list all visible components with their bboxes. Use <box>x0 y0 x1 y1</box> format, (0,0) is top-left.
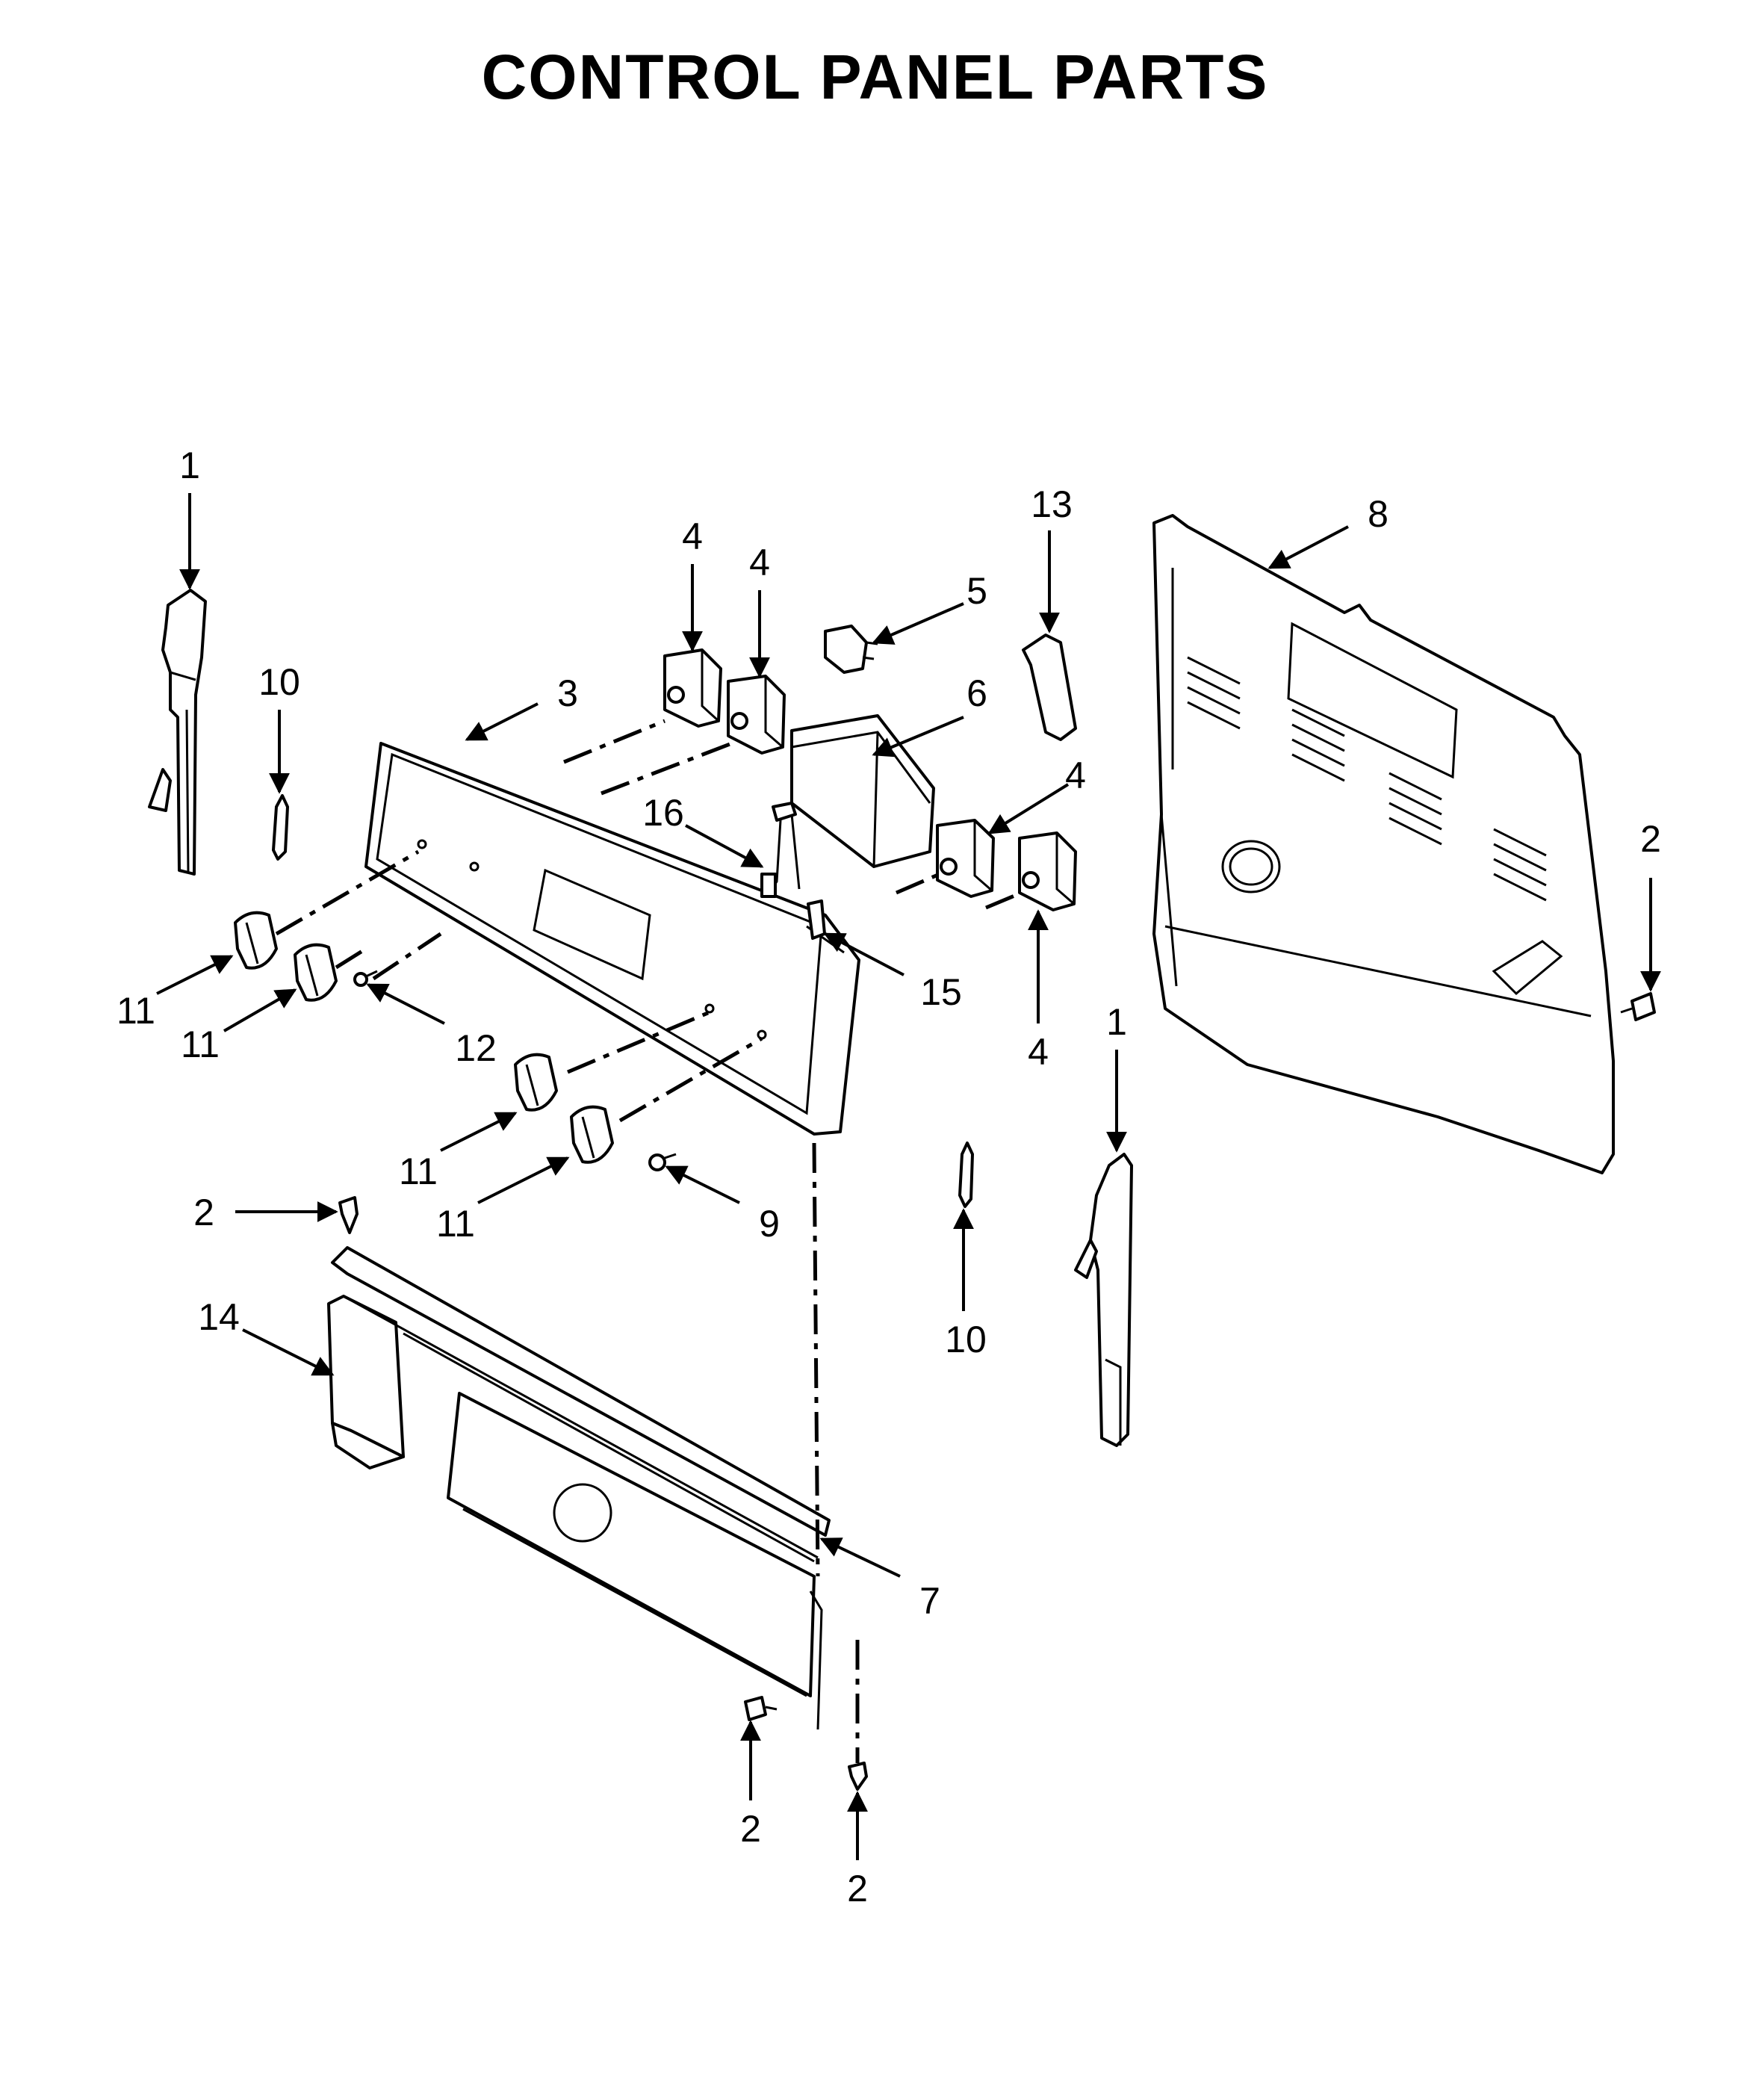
callout-2-left: 2 <box>193 1192 214 1233</box>
switch-part-2 <box>727 675 786 755</box>
callout-11-b: 11 <box>181 1023 220 1065</box>
knob-part-2 <box>294 943 338 1002</box>
callout-4-c: 4 <box>1065 755 1086 796</box>
callout-2-right: 2 <box>1640 818 1661 860</box>
callout-labels: 1 10 3 4 4 5 13 8 6 16 4 2 11 11 12 15 4… <box>117 445 1661 1909</box>
callout-4-d: 4 <box>1028 1031 1049 1073</box>
screw-2-part-4 <box>848 1762 868 1791</box>
callout-2-bottom-a: 2 <box>740 1808 761 1850</box>
wire-harness-part <box>760 802 801 898</box>
callout-6: 6 <box>966 672 987 714</box>
callout-10-left: 10 <box>258 661 300 703</box>
callout-11-a: 11 <box>117 990 155 1032</box>
clip-left-part <box>272 794 289 861</box>
callout-10-right: 10 <box>945 1319 987 1360</box>
clip-right-part <box>958 1142 974 1208</box>
bracket-13-part <box>1022 634 1077 741</box>
callout-15: 15 <box>920 971 962 1013</box>
end-cap-right-part <box>1074 1153 1133 1447</box>
callout-11-c: 11 <box>399 1150 438 1192</box>
lamp-socket-part <box>807 899 826 940</box>
callout-11-d: 11 <box>436 1203 475 1245</box>
callout-14: 14 <box>198 1296 240 1338</box>
callout-16: 16 <box>642 792 684 834</box>
callout-1-left: 1 <box>179 445 200 486</box>
switch-part-4 <box>1018 831 1077 911</box>
callout-9: 9 <box>759 1203 780 1245</box>
screw-12-part <box>353 970 378 987</box>
rear-panel-part <box>1152 514 1615 1174</box>
switch-part-3 <box>936 819 995 898</box>
callout-12: 12 <box>455 1027 497 1069</box>
knob-part-3 <box>514 1053 558 1112</box>
callout-4-a: 4 <box>682 515 703 557</box>
assembly-center-lines <box>275 719 1023 1763</box>
callout-8: 8 <box>1368 493 1388 535</box>
screw-2-part-3 <box>744 1696 778 1721</box>
electronic-control-part <box>790 714 935 868</box>
callout-7: 7 <box>919 1580 940 1622</box>
knob-part-4 <box>570 1105 614 1164</box>
callout-5: 5 <box>966 570 987 612</box>
screw-2-part-2 <box>1620 992 1656 1021</box>
leader-arrows <box>156 493 1661 1860</box>
knob-part-1 <box>234 911 278 970</box>
callout-4-b: 4 <box>749 542 770 583</box>
end-cap-left-part <box>148 589 207 876</box>
callout-2-bottom-b: 2 <box>847 1868 868 1909</box>
manifold-panel-part <box>327 1246 831 1730</box>
screw-2-part-1 <box>338 1196 359 1234</box>
callout-3: 3 <box>557 672 578 714</box>
screw-9-part <box>648 1153 677 1171</box>
console-panel-part <box>364 742 860 1136</box>
callout-13: 13 <box>1031 483 1073 525</box>
indicator-light-part <box>824 625 878 674</box>
callout-1-right: 1 <box>1106 1001 1127 1043</box>
page-title: CONTROL PANEL PARTS <box>481 42 1269 112</box>
switch-part-1 <box>663 648 722 728</box>
